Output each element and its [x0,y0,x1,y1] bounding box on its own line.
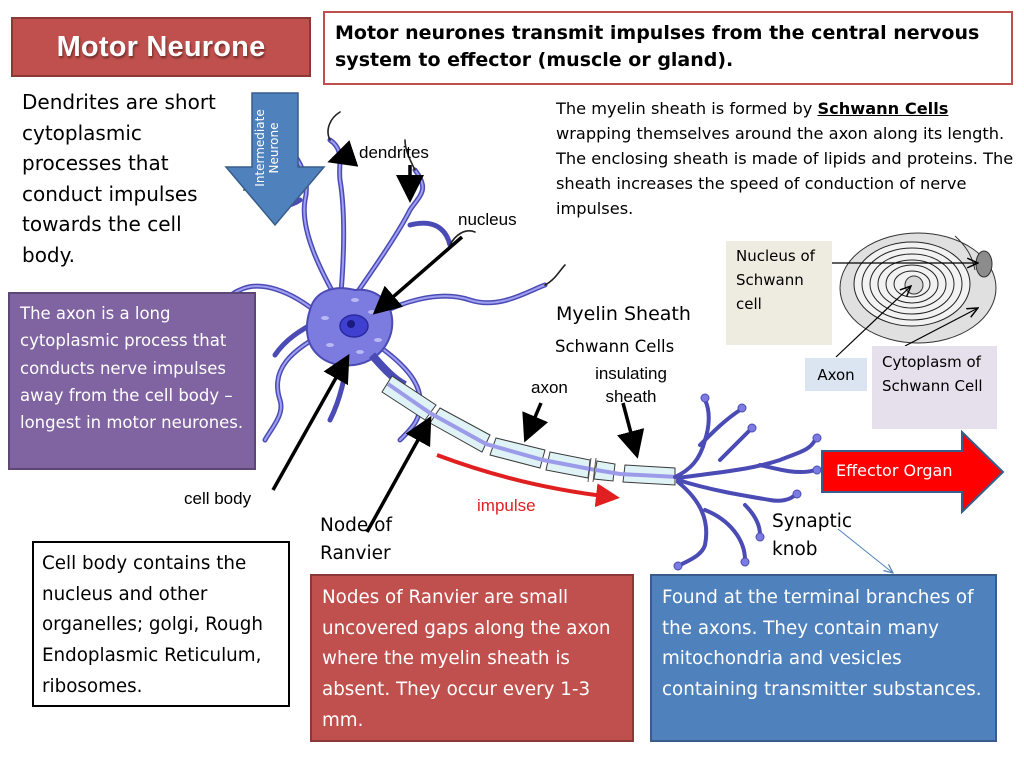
intermediate-neurone-arrow [224,92,326,227]
intermediate-neurone-label: Intermediate Neurone [253,103,293,193]
myelin-description: The myelin sheath is formed by Schwann C… [556,96,1016,221]
nucleus-of-schwann-cell-label: Nucleus of Schwann cell [736,247,815,313]
intro-box: Motor neurones transmit impulses from th… [323,11,1013,85]
intermediate-neurone-line1: Intermediate [253,109,267,187]
label-axon: axon [531,378,568,397]
title-banner: Motor Neurone [11,17,311,77]
label-knob: knob [772,539,818,560]
label-cell-body: cell body [184,489,252,508]
impulse-arrow [436,453,620,508]
label-schwann-cells: Schwann Cells [555,337,675,356]
label-impulse: impulse [477,496,536,515]
schwann-cells-highlight: Schwann Cells [817,99,949,118]
synaptic-description-box: Found at the terminal branches of the ax… [650,574,997,742]
nodes-description: Nodes of Ranvier are small uncovered gap… [322,587,611,731]
label-myelin-sheath: Myelin Sheath [556,303,691,325]
effector-organ-label: Effector Organ [836,461,953,480]
label-nucleus: nucleus [458,210,517,229]
myelin-text-after: wrapping themselves around the axon alon… [556,124,1014,218]
label-insulating-sheath: insulating sheath [588,362,674,408]
cell-body-description: Cell body contains the nucleus and other… [42,553,263,697]
intermediate-neurone-line2: Neurone [267,122,281,174]
cytoplasm-of-schwann-cell-label-box: Cytoplasm of Schwann Cell [872,346,997,429]
nodes-description-box: Nodes of Ranvier are small uncovered gap… [310,574,634,742]
effector-organ-arrow [821,429,1005,515]
label-synaptic: Synaptic [772,511,853,532]
label-synaptic-knob: Synaptic knob [772,508,852,564]
inset-axon-label-box: Axon [805,358,867,391]
label-sheath: sheath [605,387,657,406]
cell-body [305,287,394,367]
page-title: Motor Neurone [56,30,266,63]
label-ranvier: Ranvier [320,543,391,564]
label-node-of: Node of [320,515,392,536]
axon-description: The axon is a long cytoplasmic process t… [20,304,244,433]
axon-terminals [673,398,817,567]
myelin-text-before: The myelin sheath is formed by [556,99,818,118]
label-dendrites: dendrites [359,143,429,162]
synaptic-description: Found at the terminal branches of the ax… [662,587,982,701]
cell-body-description-box: Cell body contains the nucleus and other… [32,541,290,707]
schwann-cell-inset [839,232,997,344]
inset-axon-label: Axon [817,365,855,384]
nucleus-of-schwann-cell-label-box: Nucleus of Schwann cell [726,241,832,345]
intro-text: Motor neurones transmit impulses from th… [335,22,980,71]
label-node-of-ranvier: Node of Ranvier [320,512,392,568]
dendrites-description: Dendrites are short cytoplasmic processe… [22,90,216,267]
cytoplasm-of-schwann-cell-label: Cytoplasm of Schwann Cell [882,353,983,395]
axon-description-box: The axon is a long cytoplasmic process t… [8,292,256,470]
label-insulating: insulating [595,364,667,383]
